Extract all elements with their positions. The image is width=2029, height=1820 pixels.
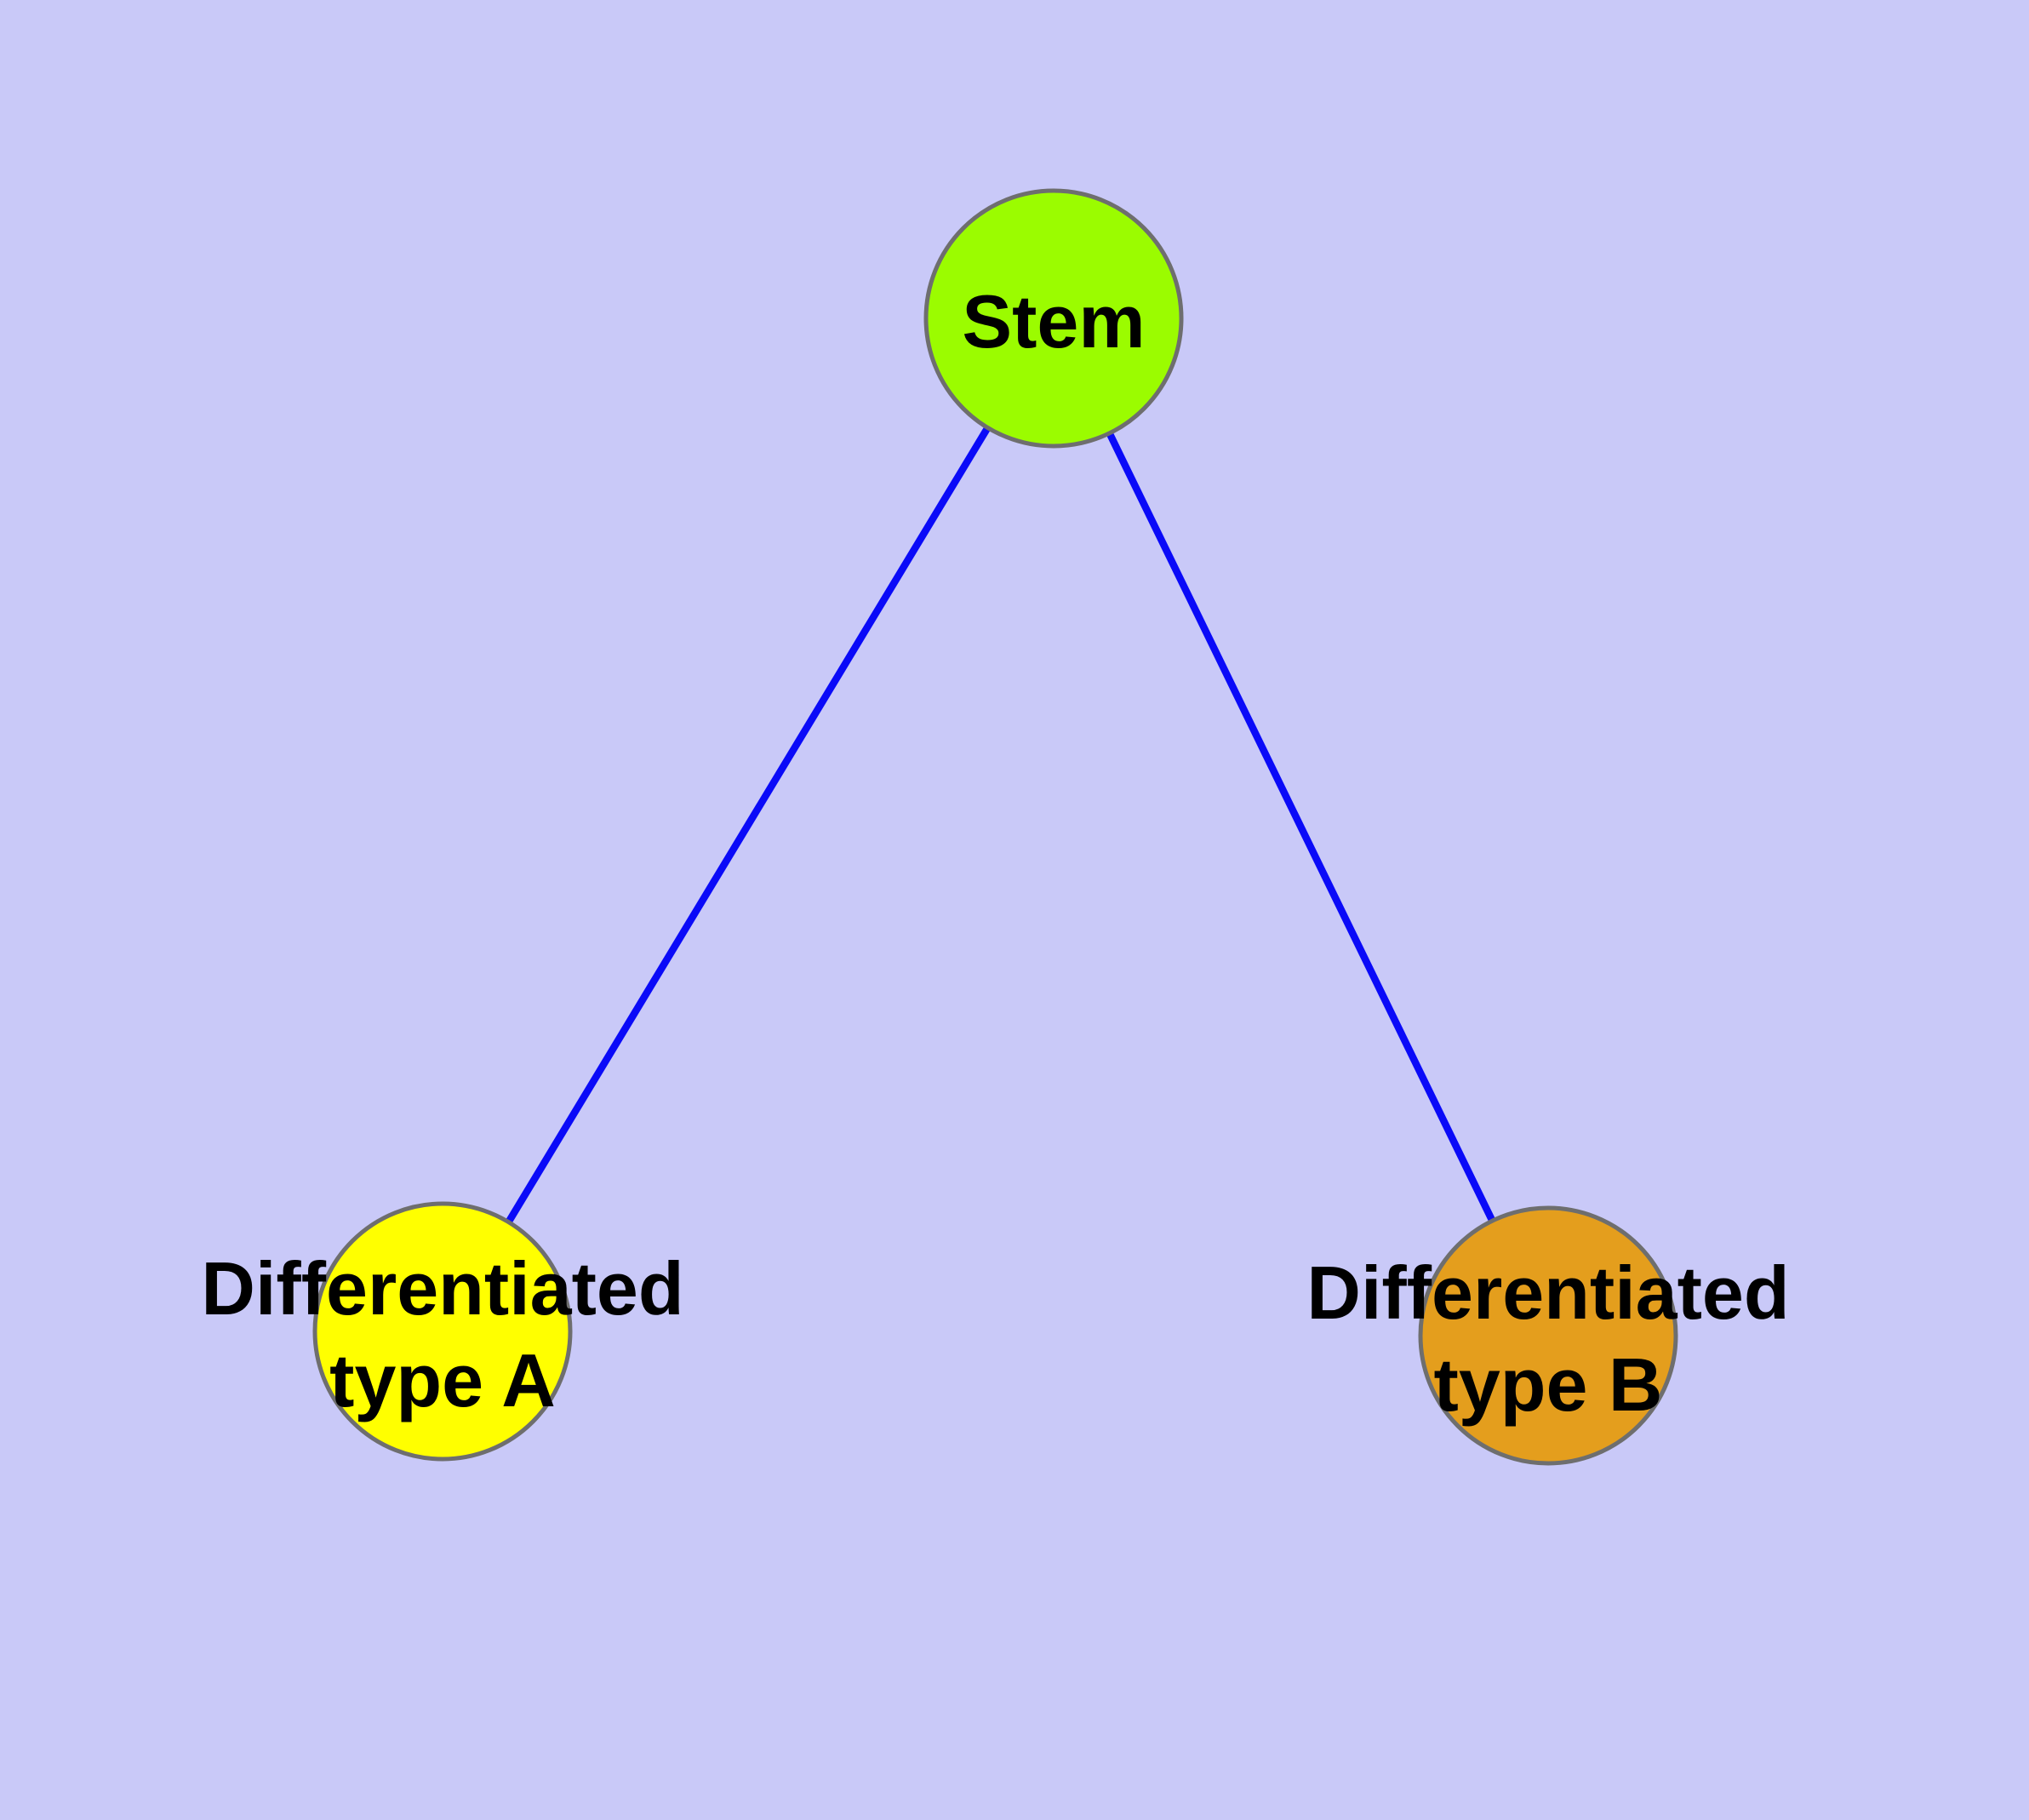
- node-circle-differentiated-type-a: [312, 1201, 573, 1462]
- edge-stem-to-differentiated-type-b: [1050, 317, 1552, 1337]
- node-stem: Stem: [923, 188, 1184, 449]
- node-circle-differentiated-type-b: [1418, 1205, 1678, 1466]
- edge-stem-to-differentiated-type-a: [439, 316, 1057, 1334]
- node-circle-stem: [923, 188, 1184, 449]
- node-label-stem: Stem: [962, 279, 1145, 363]
